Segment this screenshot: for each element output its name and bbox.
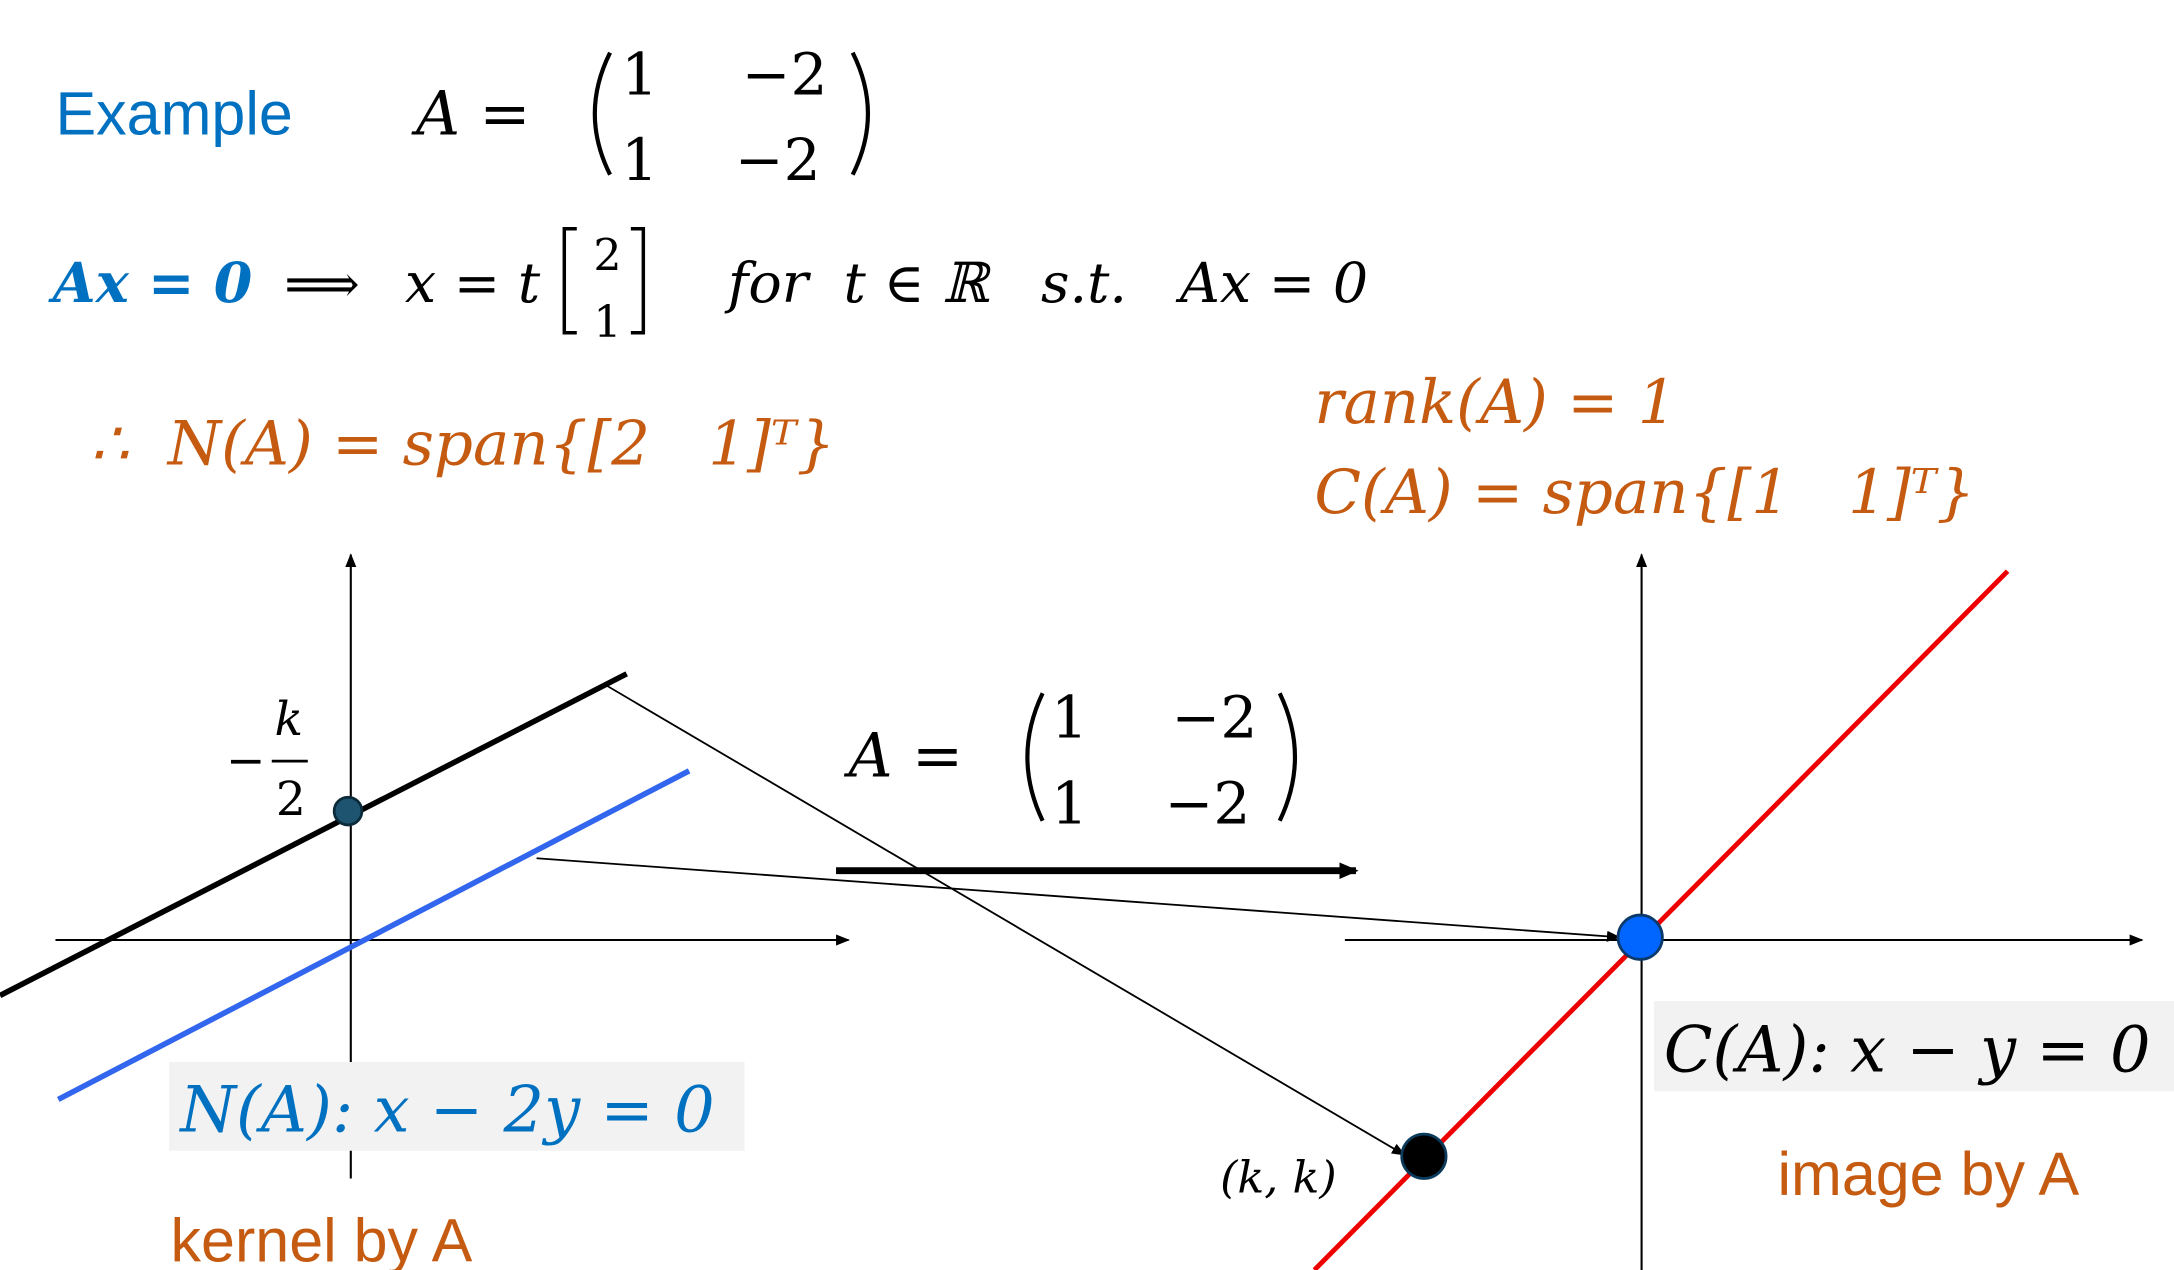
matrix-label: A = — [411, 78, 531, 149]
vector-2-1: 2 1 — [562, 227, 646, 348]
condition-text: for t ∈ ℝ s.t. Ax = 0 — [724, 252, 1368, 316]
kernel-equation: N(A): x − 2y = 0 — [178, 1073, 714, 1147]
implies-symbol: ⟹ — [284, 254, 360, 315]
svg-text:k: k — [275, 692, 304, 747]
x-equals-t: x = t — [405, 252, 541, 316]
kernel-equation-box — [169, 1062, 745, 1151]
svg-text:−: − — [226, 733, 266, 788]
intercept-dot — [332, 795, 364, 827]
right-axes — [1344, 553, 2144, 1270]
mapping-matrix: 1 −2 1 −2 — [1025, 684, 1298, 838]
image-point-dot — [1400, 1132, 1448, 1180]
point-label: (k, k) — [1220, 1152, 1337, 1203]
svg-text:1: 1 — [1051, 684, 1088, 752]
kernel-line — [56, 768, 691, 1102]
column-space-statement: C(A) = span{[1 1]ᵀ} — [1314, 457, 1975, 528]
nullspace-statement: ∴ N(A) = span{[2 1]ᵀ} — [90, 408, 835, 479]
svg-text:2: 2 — [593, 230, 621, 281]
svg-text:−2: −2 — [735, 126, 821, 194]
svg-text:−2: −2 — [1165, 770, 1251, 838]
image-equation-box — [1654, 1001, 2174, 1092]
svg-text:2: 2 — [276, 772, 306, 827]
rank-statement: rank(A) = 1 — [1314, 367, 1676, 438]
example-title: Example — [55, 79, 292, 147]
matrix-A: 1 −2 1 −2 — [592, 40, 871, 194]
svg-text:1: 1 — [621, 126, 658, 194]
svg-text:1: 1 — [1051, 770, 1088, 838]
image-caption: image by A — [1777, 1140, 2079, 1208]
svg-text:−2: −2 — [742, 40, 828, 108]
equation-ax0: Ax = 0 — [48, 251, 253, 316]
svg-text:1: 1 — [593, 297, 621, 348]
map-arrow-shifted — [602, 682, 1406, 1156]
svg-text:−2: −2 — [1172, 684, 1258, 752]
intercept-label: k − 2 — [226, 692, 308, 827]
origin-dot — [1616, 913, 1664, 961]
image-equation: C(A): x − y = 0 — [1664, 1014, 2151, 1088]
kernel-caption: kernel by A — [171, 1207, 473, 1270]
shifted-kernel-line — [0, 671, 628, 998]
map-arrow-kernel — [536, 857, 1621, 942]
mapping-label: A = — [844, 720, 964, 791]
svg-text:1: 1 — [621, 40, 658, 108]
